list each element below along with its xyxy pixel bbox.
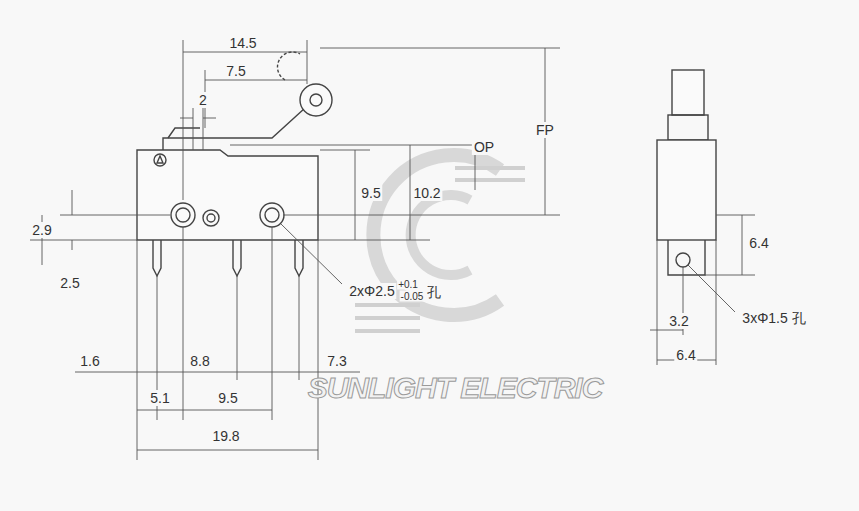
tolerance: -0.05 [400,291,425,302]
dimension-value: 7.3 [325,353,348,369]
dimension-value: 2.9 [30,222,53,238]
hole-callout: 孔 [425,284,443,300]
dimension-value: 6.4 [747,235,770,251]
dimension-value: 10.2 [411,185,442,201]
dimension-value: 19.8 [210,428,241,444]
dimension-value: 3.2 [667,313,690,329]
dimension-value: 9.5 [216,390,239,406]
hole-callout: 2xΦ2.5 [347,283,396,299]
dimension-value: OP [472,139,496,155]
dimension-value: 14.5 [227,35,258,51]
dimension-value: 6.4 [674,347,697,363]
hole-callout: 3xΦ1.5 孔 [740,310,807,326]
dimension-value: FP [534,122,556,138]
dimension-value: 7.5 [224,63,247,79]
dimension-value: 9.5 [359,185,382,201]
dimension-value: 2 [197,92,209,108]
dimension-value: 2.5 [58,275,81,291]
dimension-value: 8.8 [188,353,211,369]
watermark: SUNLIGHT ELECTRIC [308,371,603,405]
dimension-value: 5.1 [148,390,171,406]
tolerance: +0.1 [397,279,419,290]
dimension-value: 1.6 [78,353,101,369]
